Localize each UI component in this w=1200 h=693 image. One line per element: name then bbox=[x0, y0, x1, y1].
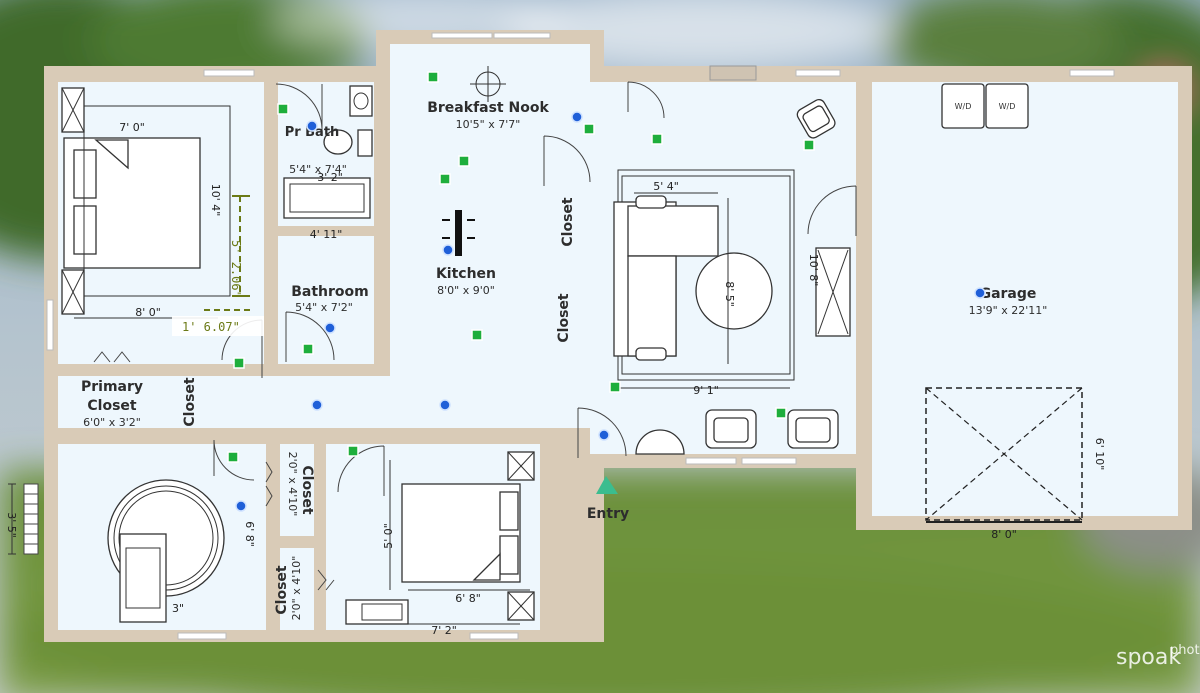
primary-bed-width: 7' 0" bbox=[119, 121, 145, 134]
entry-label: Entry bbox=[587, 506, 629, 522]
washer-dryer bbox=[941, 83, 1029, 129]
ceiling-light-icon bbox=[470, 66, 506, 102]
hall-closet-name: Closet bbox=[182, 377, 198, 427]
primary-bed bbox=[61, 87, 231, 315]
living-height: 10' 8" bbox=[807, 254, 820, 287]
primary-bath-dim: 5'4" x 7'4" bbox=[289, 163, 347, 176]
bed2-closet2-floor bbox=[280, 548, 314, 630]
marker-blue[interactable] bbox=[571, 111, 583, 123]
primary-closet-floor bbox=[58, 378, 170, 426]
marker-green[interactable] bbox=[583, 123, 595, 135]
garage-dim: 13'9" x 22'11" bbox=[969, 304, 1048, 317]
garage-door-height: 6' 10" bbox=[1093, 438, 1106, 471]
marker-green[interactable] bbox=[609, 381, 621, 393]
marker-blue[interactable] bbox=[311, 399, 323, 411]
garage-door bbox=[925, 387, 1083, 523]
garage-floor bbox=[872, 82, 1178, 516]
living-rug-width: 5' 4" bbox=[653, 180, 679, 193]
wd-2-label: W/D bbox=[999, 102, 1016, 111]
garage-door-width: 8' 0" bbox=[991, 528, 1017, 541]
closet-a-floor bbox=[548, 198, 586, 248]
marker-green[interactable] bbox=[471, 329, 483, 341]
bed2-closet2-dim: 2'0" x 4'10" bbox=[290, 556, 303, 621]
bedroom3-bed bbox=[345, 451, 535, 625]
entry-marker-icon[interactable] bbox=[596, 476, 618, 494]
primary-bedroom-depth: 8' 0" bbox=[135, 306, 161, 319]
garage-name: Garage bbox=[980, 286, 1037, 302]
bedroom2-width: 3" bbox=[172, 602, 184, 615]
marker-green[interactable] bbox=[233, 357, 245, 369]
marker-green[interactable] bbox=[803, 139, 815, 151]
bedroom2-height: 6' 8" bbox=[243, 521, 256, 547]
marker-blue[interactable] bbox=[598, 429, 610, 441]
marker-green[interactable] bbox=[277, 103, 289, 115]
marker-blue[interactable] bbox=[324, 322, 336, 334]
bedroom3-bed-width: 6' 8" bbox=[455, 592, 481, 605]
bed2-closet2-name: Closet bbox=[274, 565, 290, 615]
nook-dim: 10'5" x 7'7" bbox=[456, 118, 521, 131]
guide-vertical: 5' 2.06" bbox=[229, 195, 250, 298]
scale-bar: 3' 5" bbox=[5, 483, 39, 555]
marker-green[interactable] bbox=[775, 407, 787, 419]
marker-blue[interactable] bbox=[442, 244, 454, 256]
guide-horizontal: 1' 6.07" bbox=[172, 309, 264, 336]
hallway-floor-2 bbox=[390, 364, 590, 428]
fireplace bbox=[709, 65, 757, 81]
bathroom-dim: 5'4" x 7'2" bbox=[295, 301, 353, 314]
marker-green[interactable] bbox=[427, 71, 439, 83]
living-length: 9' 1" bbox=[693, 384, 719, 397]
guide-vertical-label: 5' 2.06" bbox=[229, 240, 243, 298]
living-round-table: 8' 5" bbox=[723, 281, 736, 307]
bathroom-floor bbox=[278, 236, 374, 364]
primary-bath-fixtures bbox=[283, 85, 373, 219]
nook-name: Breakfast Nook bbox=[427, 100, 549, 116]
marker-green[interactable] bbox=[227, 451, 239, 463]
marker-green[interactable] bbox=[302, 343, 314, 355]
primary-bath-width: 3' 2" bbox=[317, 171, 343, 184]
kitchen-island bbox=[442, 210, 475, 256]
scale-label: 3' 5" bbox=[5, 512, 18, 538]
primary-bed-height: 10' 4" bbox=[209, 184, 222, 217]
bed2-closet1-floor bbox=[280, 444, 314, 536]
watermark-brand: spoak bbox=[1116, 645, 1181, 670]
windows bbox=[46, 32, 1115, 640]
round-bed bbox=[107, 479, 225, 623]
primary-bath-title: Pr Bath bbox=[285, 125, 340, 140]
bathroom-name: Bathroom bbox=[291, 284, 369, 300]
closet-b-name: Closet bbox=[556, 293, 572, 343]
closet-b-floor bbox=[548, 262, 586, 362]
watermark-suffix: phot bbox=[1170, 643, 1200, 658]
bed2-closet1-name: Closet bbox=[299, 465, 315, 515]
primary-closet-dim: 6'0" x 3'2" bbox=[83, 416, 141, 429]
marker-green[interactable] bbox=[439, 173, 451, 185]
blue-markers[interactable] bbox=[235, 111, 986, 512]
wd-1-label: W/D bbox=[955, 102, 972, 111]
marker-blue[interactable] bbox=[974, 287, 986, 299]
marker-blue[interactable] bbox=[235, 500, 247, 512]
living-furniture bbox=[613, 98, 851, 455]
kitchen-name: Kitchen bbox=[436, 266, 496, 282]
marker-blue[interactable] bbox=[439, 399, 451, 411]
watermark: spoak phot bbox=[1116, 643, 1200, 670]
primary-closet-name-1: Primary bbox=[81, 379, 143, 395]
guide-horizontal-label: 1' 6.07" bbox=[182, 320, 240, 334]
bed2-closet1-dim: 2'0" x 4'10" bbox=[286, 452, 299, 517]
primary-bath-vanity: 4' 11" bbox=[310, 228, 343, 241]
marker-blue[interactable] bbox=[306, 120, 318, 132]
bedroom3-bed-height: 5' 0" bbox=[382, 523, 395, 549]
marker-green[interactable] bbox=[651, 133, 663, 145]
closet-a-name: Closet bbox=[560, 197, 576, 247]
primary-closet-name-2: Closet bbox=[87, 398, 137, 414]
green-markers[interactable] bbox=[227, 71, 815, 463]
hall-closet-floor bbox=[178, 378, 200, 426]
kitchen-dim: 8'0" x 9'0" bbox=[437, 284, 495, 297]
marker-green[interactable] bbox=[347, 445, 359, 457]
marker-green[interactable] bbox=[458, 155, 470, 167]
bedroom3-width: 7' 2" bbox=[431, 624, 457, 637]
